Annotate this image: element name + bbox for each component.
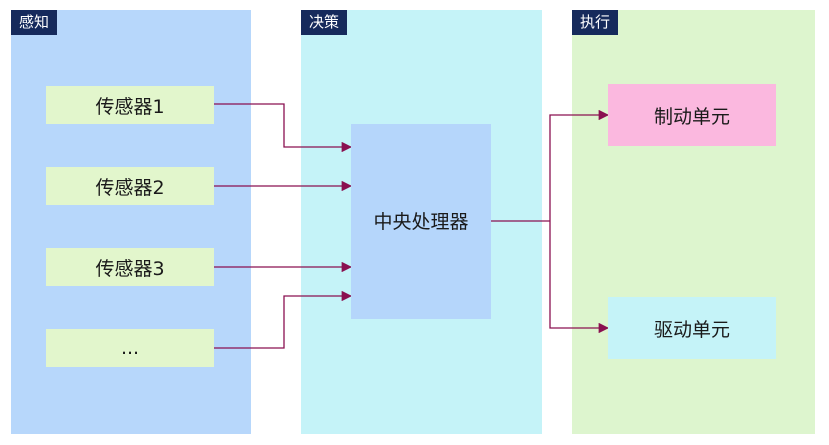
drive-unit-box: 驱动单元 [608, 297, 776, 359]
lane-title-decision: 决策 [301, 10, 348, 35]
lane-title-perception: 感知 [11, 10, 58, 35]
connector-sensor4-to-processor [214, 290, 353, 349]
sensor-2-box: 传感器2 [46, 167, 214, 205]
sensor-3-box: 传感器3 [46, 248, 214, 286]
lane-title-execution: 执行 [572, 10, 619, 35]
connector-to-brake [549, 109, 610, 221]
sensor-more-box: ... [46, 329, 214, 367]
brake-unit-box: 制动单元 [608, 84, 776, 146]
lane-execution [572, 10, 815, 434]
connector-to-drive [549, 221, 610, 334]
sensor-1-box: 传感器1 [46, 86, 214, 124]
connector-sensor1-to-processor [214, 103, 353, 153]
central-processor-box: 中央处理器 [351, 124, 491, 319]
